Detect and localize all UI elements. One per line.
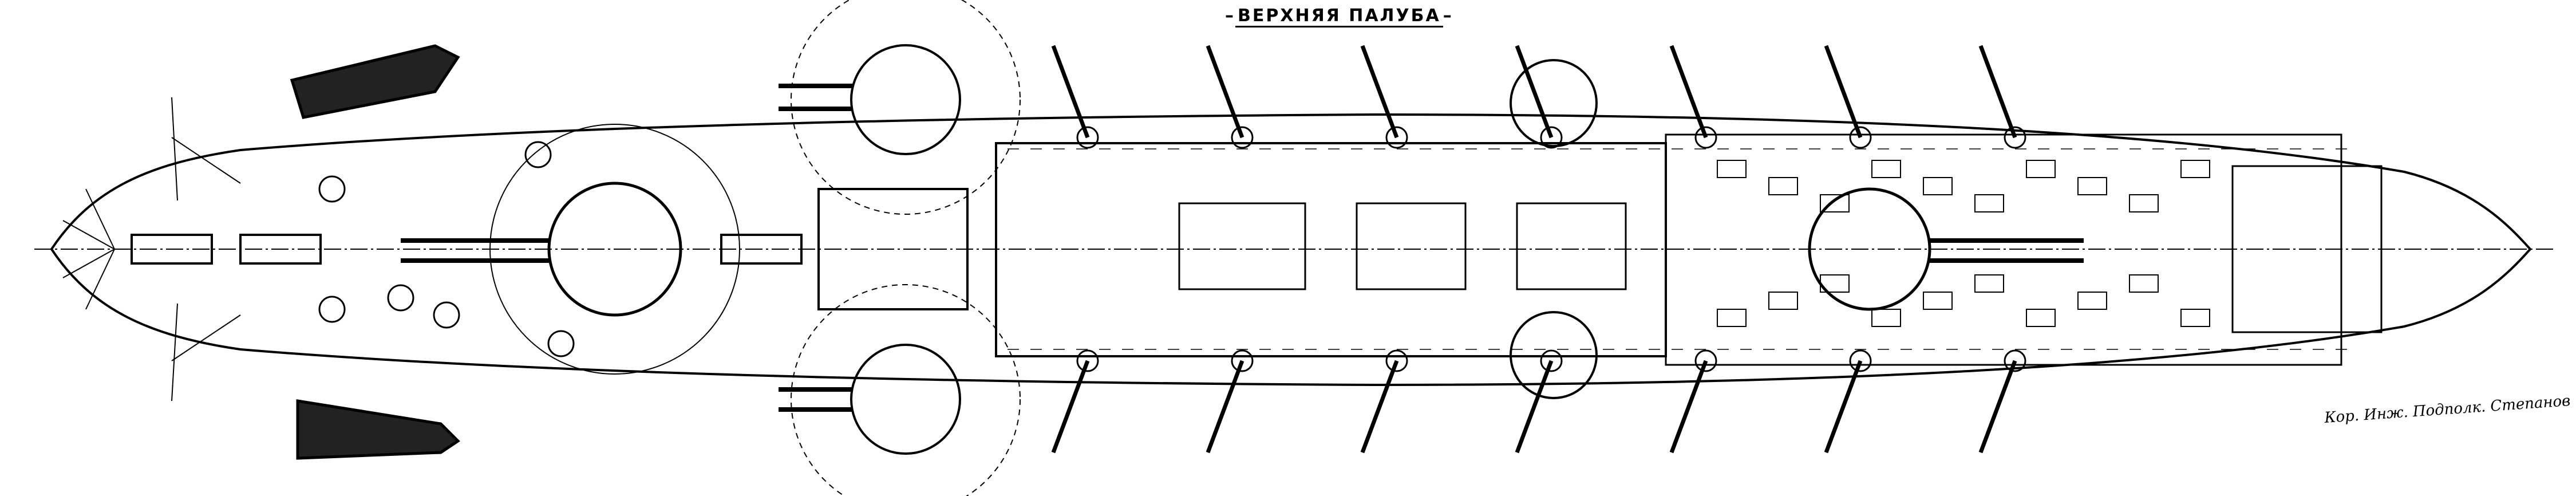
fitting <box>2077 292 2107 310</box>
fwd-main-turret <box>1808 187 1931 311</box>
wing-turret-aft-stbd <box>850 344 961 455</box>
gun-mount <box>2004 349 2026 372</box>
secondary-gun <box>1669 360 1708 454</box>
hull-outline <box>50 113 2532 387</box>
stern-booms <box>62 97 241 401</box>
secondary-gun <box>1824 45 1863 139</box>
gun-mount <box>1849 126 1872 149</box>
skylight <box>547 330 575 357</box>
aft-barbette-arc <box>489 124 740 375</box>
secondary-gun <box>1051 45 1090 139</box>
aft-main-turret <box>547 182 682 317</box>
secondary-gun <box>1978 360 2017 454</box>
gun-mount <box>1385 349 1408 372</box>
fitting <box>1871 160 1901 178</box>
hatch <box>239 234 322 265</box>
fitting <box>1923 177 1953 195</box>
hatch <box>720 234 803 265</box>
skylight <box>433 301 460 329</box>
gun-mount <box>1385 126 1408 149</box>
drawing-title-text: ВЕРХНЯЯ ПАЛУБА <box>1235 6 1443 27</box>
funnel-casing-1 <box>1178 202 1306 290</box>
fitting <box>2026 309 2056 327</box>
arc-aft-port <box>791 0 1021 215</box>
bow-deckhouse <box>2231 165 2383 333</box>
gun-mount <box>1231 349 1254 372</box>
fitting <box>2077 177 2107 195</box>
title-dash-right: – <box>1443 6 1453 26</box>
secondary-gun <box>1669 45 1708 139</box>
wing-turret-aft-port <box>850 44 961 155</box>
fitting <box>1820 274 1850 293</box>
conning-block <box>817 188 969 310</box>
fitting <box>2129 194 2159 212</box>
gun-mount <box>1540 126 1563 149</box>
gun-mount <box>1694 349 1717 372</box>
secondary-gun <box>1360 45 1399 139</box>
boat-port <box>290 44 460 119</box>
fitting <box>2026 160 2056 178</box>
fitting <box>1717 160 1747 178</box>
fitting <box>1717 309 1747 327</box>
secondary-gun <box>1515 360 1554 454</box>
wing-turret-fwd-port <box>1510 59 1598 147</box>
boat-stbd <box>296 399 460 460</box>
gun-mount <box>1540 349 1563 372</box>
skylight <box>318 296 346 323</box>
skylight <box>318 175 346 203</box>
title-dash-left: – <box>1225 6 1235 26</box>
fitting <box>1768 177 1798 195</box>
gun-mount <box>1231 126 1254 149</box>
secondary-gun <box>1206 45 1244 139</box>
drawing-title: –ВЕРХНЯЯ ПАЛУБА– <box>1225 6 1453 27</box>
fitting <box>2129 274 2159 293</box>
gun-mount <box>2004 126 2026 149</box>
arc-aft-stbd <box>791 284 1021 496</box>
funnel-casing-3 <box>1516 202 1627 290</box>
secondary-gun <box>1515 45 1554 139</box>
fitting <box>1923 292 1953 310</box>
forward-citadel <box>1665 133 2342 366</box>
hatch <box>131 234 213 265</box>
wing-turret-fwd-stbd <box>1510 311 1598 399</box>
secondary-gun <box>1051 360 1090 454</box>
gun-mount <box>1849 349 1872 372</box>
fitting <box>2180 160 2210 178</box>
fitting <box>1820 194 1850 212</box>
secondary-gun <box>1360 360 1399 454</box>
secondary-gun <box>1206 360 1244 454</box>
gun-mount <box>1076 126 1099 149</box>
gun-mount <box>1694 126 1717 149</box>
fitting <box>2180 309 2210 327</box>
skylight <box>387 284 414 312</box>
secondary-gun <box>1978 45 2017 139</box>
aft-guns <box>401 84 2084 412</box>
gun-mount <box>1076 349 1099 372</box>
secondary-gun <box>1824 360 1863 454</box>
fitting <box>1974 194 2004 212</box>
fitting <box>1974 274 2004 293</box>
fitting <box>1768 292 1798 310</box>
funnel-casing-2 <box>1356 202 1467 290</box>
skylight <box>524 141 552 168</box>
fitting <box>1871 309 1901 327</box>
